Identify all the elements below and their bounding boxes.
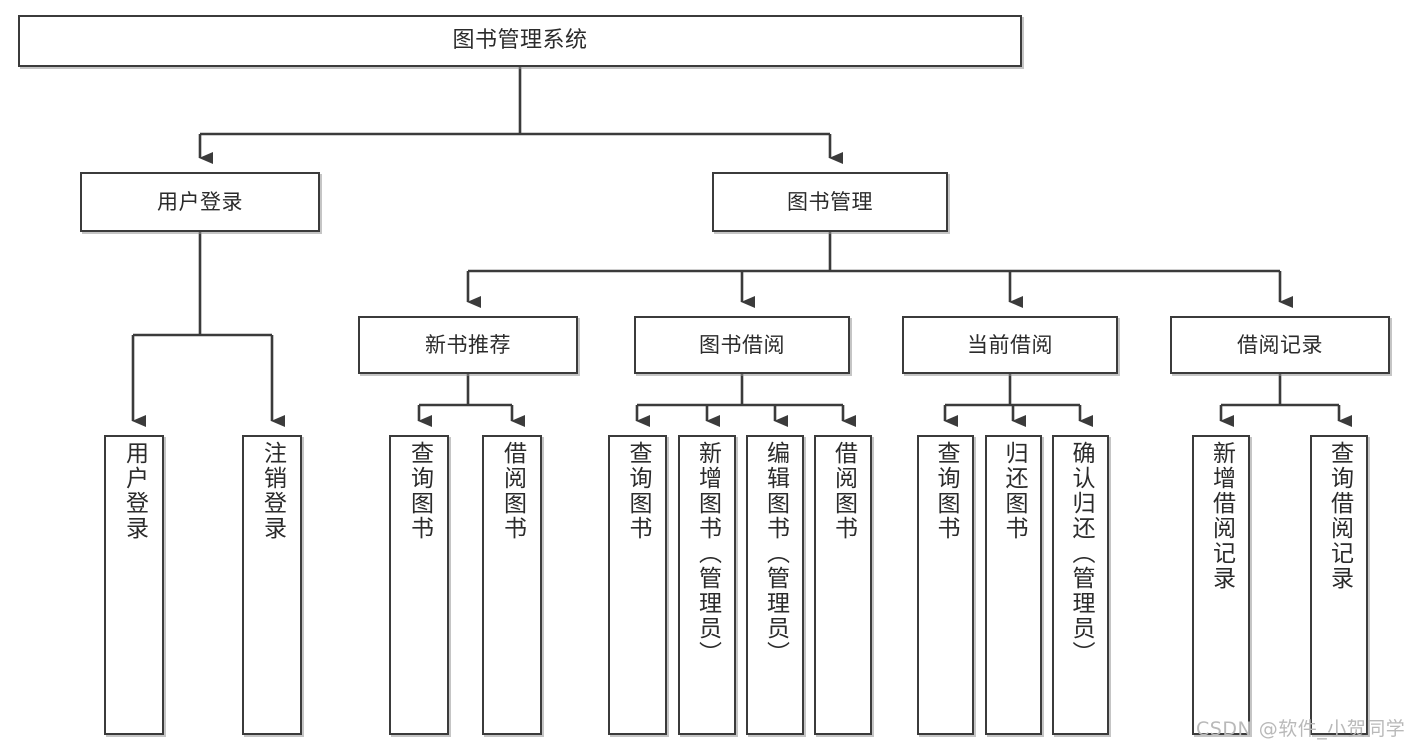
node-leaf-borrow-book-2-label: 借阅图书 [830,441,857,541]
node-leaf-confirm-return[interactable]: 确认归还（管理员） [1052,435,1109,735]
node-leaf-add-record[interactable]: 新增借阅记录 [1192,435,1250,735]
node-new-book-recommend[interactable]: 新书推荐 [358,316,578,374]
node-leaf-add-book[interactable]: 新增图书（管理员） [678,435,736,735]
node-root-label: 图书管理系统 [452,28,588,54]
node-leaf-borrow-book-2[interactable]: 借阅图书 [814,435,872,735]
node-book-borrow[interactable]: 图书借阅 [634,316,850,374]
node-book-manage-label: 图书管理 [787,189,873,214]
node-user-login-label: 用户登录 [157,189,243,214]
node-book-manage[interactable]: 图书管理 [712,172,948,232]
node-leaf-query-book-3-label: 查询图书 [933,441,959,541]
node-leaf-query-record[interactable]: 查询借阅记录 [1310,435,1368,735]
node-leaf-query-book-1[interactable]: 查询图书 [389,435,449,735]
node-borrow-record-label: 借阅记录 [1237,332,1323,357]
node-leaf-logout[interactable]: 注销登录 [242,435,302,735]
csdn-watermark: CSDN @软件_小贺同学 [1196,718,1405,740]
node-user-login[interactable]: 用户登录 [80,172,320,232]
node-borrow-record[interactable]: 借阅记录 [1170,316,1390,374]
node-leaf-edit-book-label: 编辑图书（管理员） [762,441,789,666]
node-leaf-query-book-1-label: 查询图书 [406,441,433,541]
node-leaf-user-login-label: 用户登录 [121,441,148,541]
node-leaf-query-book-2-label: 查询图书 [625,441,651,541]
node-root[interactable]: 图书管理系统 [18,15,1022,67]
node-leaf-return-book-label: 归还图书 [1001,441,1027,541]
node-leaf-add-record-label: 新增借阅记录 [1208,441,1235,591]
node-current-borrow[interactable]: 当前借阅 [902,316,1118,374]
node-leaf-logout-label: 注销登录 [259,441,286,541]
node-current-borrow-label: 当前借阅 [967,332,1053,357]
node-leaf-borrow-book-1-label: 借阅图书 [499,441,526,541]
node-leaf-return-book[interactable]: 归还图书 [985,435,1042,735]
node-new-book-recommend-label: 新书推荐 [425,332,511,357]
node-leaf-query-record-label: 查询借阅记录 [1326,441,1353,591]
node-leaf-user-login[interactable]: 用户登录 [104,435,164,735]
node-leaf-add-book-label: 新增图书（管理员） [694,441,721,666]
node-leaf-confirm-return-label: 确认归还（管理员） [1068,441,1094,666]
node-book-borrow-label: 图书借阅 [699,332,785,357]
node-leaf-query-book-2[interactable]: 查询图书 [608,435,667,735]
node-leaf-borrow-book-1[interactable]: 借阅图书 [482,435,542,735]
node-leaf-edit-book[interactable]: 编辑图书（管理员） [746,435,804,735]
node-leaf-query-book-3[interactable]: 查询图书 [917,435,974,735]
